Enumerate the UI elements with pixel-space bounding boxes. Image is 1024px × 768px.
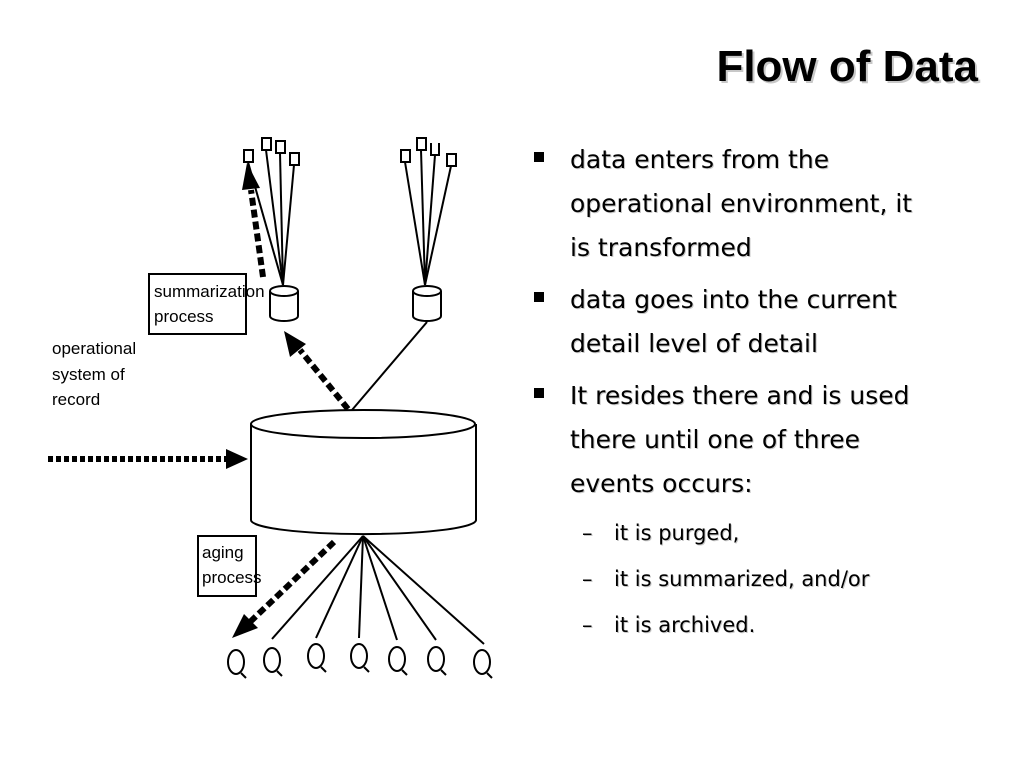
- detail-node-icon: [430, 143, 440, 156]
- tape-icon: [227, 649, 247, 679]
- square-bullet-icon: [534, 152, 544, 162]
- slide-title: Flow of Data: [716, 42, 978, 91]
- bullet-item: It resides there and is used there until…: [532, 374, 992, 648]
- dash-bullet-icon: –: [582, 521, 593, 545]
- sub-bullet-item: – it is archived.: [570, 602, 992, 648]
- square-bullet-icon: [534, 292, 544, 302]
- sub-bullet-item: – it is purged,: [570, 510, 992, 556]
- bullet-item: data enters from the operational environ…: [532, 138, 992, 270]
- summarization-process-box: summarization process: [148, 273, 265, 335]
- svg-text:process: process: [202, 568, 262, 587]
- svg-text:summarization: summarization: [154, 282, 265, 301]
- detail-cylinder-icon: [412, 285, 442, 322]
- summary-node-icon: [289, 152, 300, 166]
- svg-text:system of: system of: [52, 365, 125, 384]
- detail-data-cluster: [400, 137, 457, 286]
- summary-node-icon: [261, 137, 272, 151]
- bullet-item: data goes into the current detail level …: [532, 278, 992, 366]
- svg-text:process: process: [154, 307, 214, 326]
- aging-process-box: aging process: [197, 535, 262, 597]
- tape-icon: [473, 649, 493, 679]
- archive-tape-icons: [227, 643, 493, 679]
- dash-bullet-icon: –: [582, 613, 593, 637]
- tape-icon: [263, 647, 283, 677]
- bullet-list: data enters from the operational environ…: [532, 138, 992, 656]
- data-flow-diagram: summarization process operational system…: [48, 137, 493, 679]
- summary-node-icon: [275, 140, 286, 154]
- summary-cylinder-icon: [269, 285, 299, 322]
- tape-icon: [307, 643, 327, 673]
- sub-bullet-item: – it is summarized, and/or: [570, 556, 992, 602]
- detail-node-icon: [400, 149, 411, 163]
- sub-bullet-list: – it is purged, – it is summarized, and/…: [570, 510, 992, 648]
- dash-bullet-icon: –: [582, 567, 593, 591]
- detail-node-icon: [446, 153, 457, 167]
- svg-text:operational: operational: [52, 339, 136, 358]
- connector-line: [351, 321, 428, 411]
- summary-feed-arrow-icon: [284, 331, 351, 411]
- tape-icon: [388, 646, 408, 676]
- svg-text:record: record: [52, 390, 100, 409]
- tape-icon: [427, 646, 447, 676]
- operational-system-label: operational system of record: [52, 339, 136, 409]
- summary-flow-arrow-icon: [242, 163, 266, 278]
- archive-fan-lines: [271, 535, 485, 645]
- tape-icon: [350, 643, 370, 673]
- summary-node-icon: [243, 149, 254, 163]
- current-detail-cylinder-icon: [250, 409, 477, 536]
- aging-flow-arrow-icon: [232, 539, 337, 638]
- svg-text:aging: aging: [202, 543, 244, 562]
- incoming-data-arrow-icon: [48, 449, 248, 469]
- detail-node-icon: [416, 137, 427, 151]
- square-bullet-icon: [534, 388, 544, 398]
